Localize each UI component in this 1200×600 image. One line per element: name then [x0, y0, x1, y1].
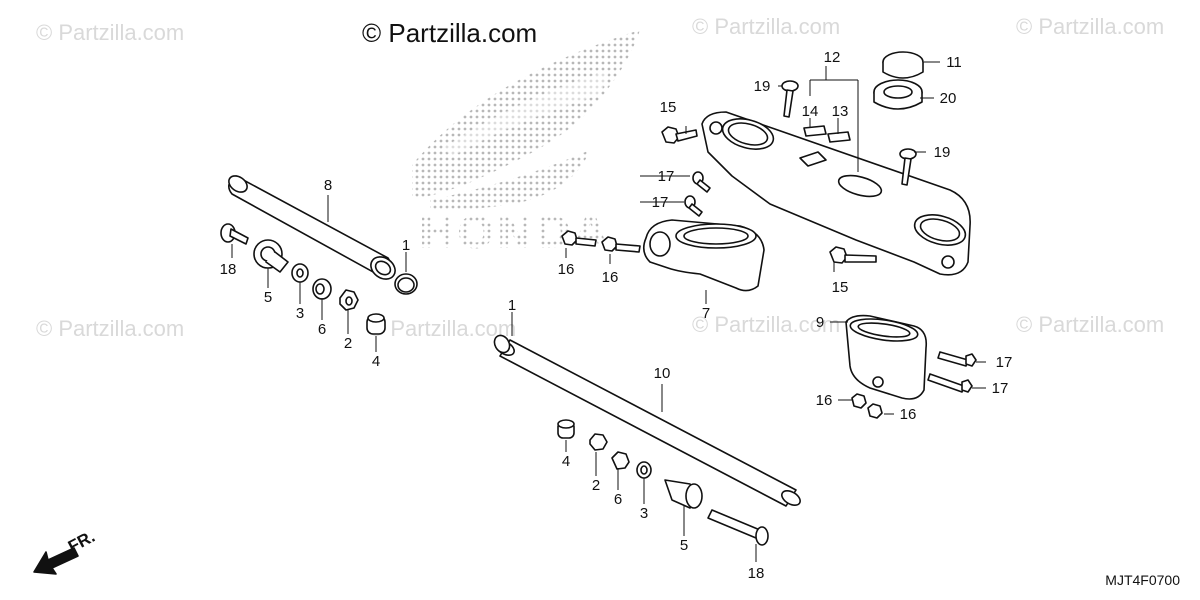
- part-5-collar: [253, 239, 289, 273]
- callout-16: 16: [816, 392, 833, 409]
- part-7-clamp: [642, 219, 765, 292]
- watermark: © Partzilla.com: [1016, 312, 1165, 337]
- callout-10: 10: [654, 365, 671, 382]
- part-3-washer: [291, 263, 309, 283]
- watermark: © Partzilla.com: [368, 316, 517, 341]
- callout-18: 18: [748, 565, 765, 582]
- watermark: © Partzilla.com: [1016, 14, 1165, 39]
- callout-14: 14: [802, 103, 819, 120]
- callout-17: 17: [658, 168, 675, 185]
- part-9-clamp: [845, 314, 928, 400]
- watermark: © Partzilla.com: [692, 14, 841, 39]
- leader-lines: [231, 61, 986, 562]
- part-11-cap: [882, 51, 924, 79]
- part-16-bolt: [851, 393, 867, 409]
- part-17-bolt: [684, 195, 703, 217]
- part-18-bolt: [220, 223, 249, 245]
- part-16-bolt: [561, 230, 597, 247]
- callout-16: 16: [558, 261, 575, 278]
- part-14-plate: [803, 125, 827, 137]
- part-12-top-clamp: [701, 111, 971, 276]
- callout-15: 15: [832, 279, 849, 296]
- callout-17: 17: [652, 194, 669, 211]
- callout-18: 18: [220, 261, 237, 278]
- callout-5: 5: [264, 289, 272, 306]
- callout-4: 4: [372, 353, 380, 370]
- part-6-nut: [611, 451, 630, 470]
- part-17-bolt: [927, 373, 973, 393]
- callout-16: 16: [900, 406, 917, 423]
- front-direction-arrow-icon: [33, 547, 79, 575]
- callout-19: 19: [934, 144, 951, 161]
- honda-wing-logo: HONDA: [412, 30, 640, 259]
- callout-20: 20: [940, 90, 957, 107]
- honda-logo-text: HONDA: [418, 208, 610, 259]
- callout-13: 13: [832, 103, 849, 120]
- callout-2: 2: [344, 335, 352, 352]
- callout-3: 3: [296, 305, 304, 322]
- part-6-nut: [312, 278, 332, 300]
- callout-1: 1: [508, 297, 516, 314]
- callout-2: 2: [592, 477, 600, 494]
- part-19-bolt: [899, 148, 917, 186]
- watermark: © Partzilla.com: [36, 20, 185, 45]
- callout-19: 19: [754, 78, 771, 95]
- callout-5: 5: [680, 537, 688, 554]
- watermark: © Partzilla.com: [36, 316, 185, 341]
- part-15-bolt: [829, 246, 877, 264]
- callout-17: 17: [996, 354, 1013, 371]
- part-16-bolt: [601, 236, 641, 253]
- callout-3: 3: [640, 505, 648, 522]
- part-2-nut: [339, 289, 359, 311]
- part-19-bolt: [781, 80, 799, 118]
- watermark: © Partzilla.com: [692, 312, 841, 337]
- diagram-code: MJT4F0700: [1105, 572, 1180, 588]
- part-13-plate: [827, 131, 851, 143]
- part-1-ring: [394, 273, 418, 295]
- callout-12: 12: [824, 49, 841, 66]
- callout-9: 9: [816, 314, 824, 331]
- part-10-tube: [495, 339, 801, 507]
- copyright-notice: © Partzilla.com: [362, 18, 538, 48]
- callout-16: 16: [602, 269, 619, 286]
- part-4-bushing: [366, 313, 386, 335]
- callout-6: 6: [318, 321, 326, 338]
- part-8-tube: [228, 175, 396, 280]
- part-18-bolt: [707, 509, 769, 546]
- callout-6: 6: [614, 491, 622, 508]
- part-15-bolt: [661, 126, 698, 144]
- part-1-ring: [493, 334, 511, 354]
- part-17-bolt: [692, 171, 711, 193]
- part-2-nut: [589, 433, 608, 451]
- part-17-bolt: [937, 351, 977, 367]
- callout-1: 1: [402, 237, 410, 254]
- part-5-collar: [664, 479, 703, 509]
- callout-11: 11: [946, 54, 962, 71]
- part-4-bushing: [557, 419, 575, 439]
- callout-7: 7: [702, 305, 710, 322]
- part-3-washer: [636, 461, 652, 479]
- callout-17: 17: [992, 380, 1009, 397]
- callout-15: 15: [660, 99, 677, 116]
- part-20-nut: [873, 79, 923, 110]
- callout-4: 4: [562, 453, 570, 470]
- callout-8: 8: [324, 177, 332, 194]
- part-16-bolt: [867, 403, 883, 419]
